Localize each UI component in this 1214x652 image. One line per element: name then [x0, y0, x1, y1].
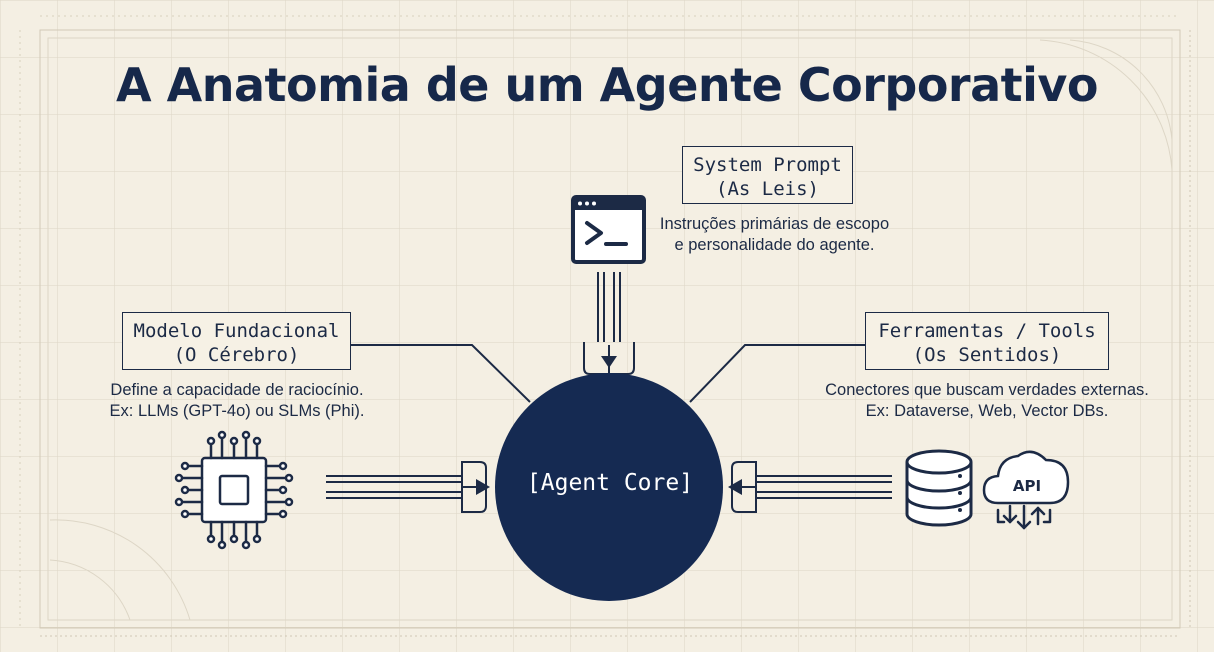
pipe-tools	[731, 461, 892, 513]
connector-foundation-model	[350, 344, 531, 403]
api-label: API	[1012, 477, 1042, 495]
pipe-foundation-model	[326, 461, 487, 513]
system-prompt-desc-line1: Instruções primárias de escopo	[659, 215, 890, 233]
foundation-model-desc-line1: Define a capacidade de raciocínio.	[110, 381, 364, 399]
chip-icon	[174, 430, 294, 550]
tools-subtitle: (Os Sentidos)	[912, 344, 1062, 366]
tools-description: Conectores que buscam verdades externas.…	[812, 380, 1162, 422]
system-prompt-box: System Prompt (As Leis)	[682, 146, 853, 204]
foundation-model-box: Modelo Fundacional (O Cérebro)	[122, 312, 351, 370]
agent-core-label: [Agent Core]	[526, 470, 694, 496]
cloud-api-icon	[982, 450, 1070, 530]
foundation-model-desc-line2: Ex: LLMs (GPT-4o) ou SLMs (Phi).	[109, 402, 365, 420]
database-icon	[905, 449, 973, 527]
agent-core-circle	[495, 373, 723, 601]
system-prompt-description: Instruções primárias de escopo e persona…	[652, 214, 897, 256]
tools-box: Ferramentas / Tools (Os Sentidos)	[865, 312, 1109, 370]
page-title: A Anatomia de um Agente Corporativo	[115, 58, 1099, 112]
system-prompt-title: System Prompt	[693, 154, 842, 176]
arrow-left-icon	[728, 479, 742, 495]
terminal-icon	[571, 195, 646, 264]
tools-desc-line1: Conectores que buscam verdades externas.	[825, 381, 1149, 399]
foundation-model-description: Define a capacidade de raciocínio. Ex: L…	[96, 380, 378, 422]
connectors	[350, 344, 865, 403]
foundation-model-subtitle: (O Cérebro)	[173, 344, 300, 366]
system-prompt-desc-line2: e personalidade do agente.	[674, 236, 875, 254]
foundation-model-title: Modelo Fundacional	[133, 320, 340, 342]
connector-tools	[689, 344, 865, 403]
arrow-right-icon	[476, 479, 490, 495]
system-prompt-subtitle: (As Leis)	[716, 178, 819, 200]
arrow-down-icon	[601, 356, 617, 368]
tools-desc-line2: Ex: Dataverse, Web, Vector DBs.	[865, 402, 1109, 420]
tools-title: Ferramentas / Tools	[878, 320, 1096, 342]
